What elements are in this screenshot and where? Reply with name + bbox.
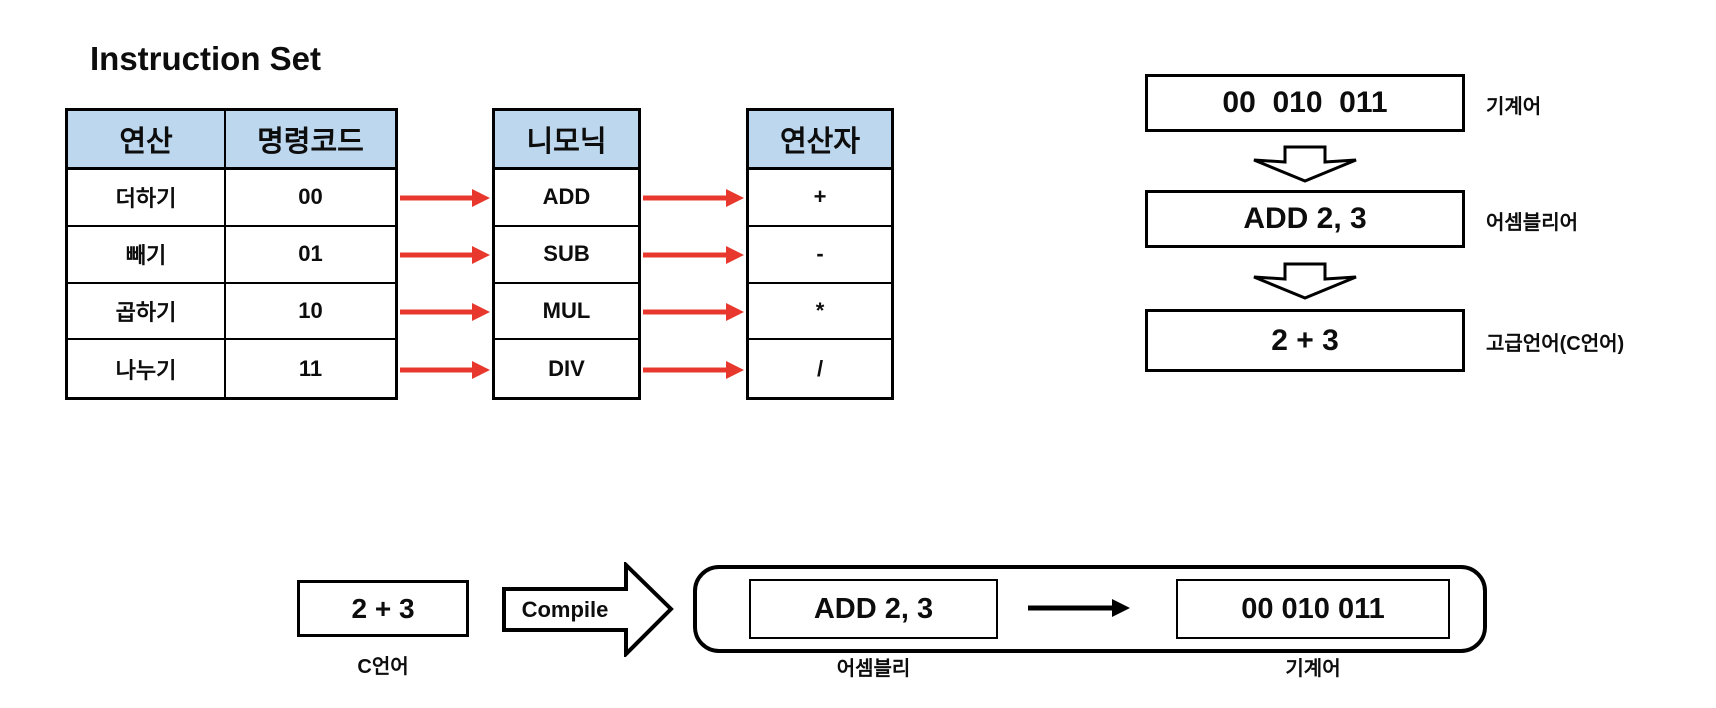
down-block-arrow-icon	[1253, 262, 1357, 300]
instruction-table: 연산 명령코드 더하기 00 빼기 01 곱하기 10 나누기 11	[65, 108, 398, 400]
operator-cell: -	[749, 227, 891, 284]
red-arrow-icon	[643, 303, 744, 321]
instruction-row-opcode: 11	[298, 355, 323, 381]
instruction-table-header-opcode: 명령코드	[226, 111, 395, 170]
mnemonic-cell: DIV	[548, 355, 585, 381]
assembly-code-box: ADD 2, 3	[1145, 190, 1465, 248]
compiled-machine-label: 기계어	[1285, 658, 1341, 680]
mnemonic-cell: MUL	[495, 284, 638, 341]
compiled-assembly-label: 어셈블리	[836, 658, 911, 680]
machine-language-label: 기계어	[1486, 96, 1542, 118]
instruction-row-operation: 곱하기	[68, 283, 226, 341]
operator-table-header: 연산자	[749, 111, 891, 170]
red-arrow-icon	[400, 189, 490, 207]
compile-arrow-label: Compile	[521, 597, 609, 622]
operator-cell: +	[749, 170, 891, 227]
instruction-row-opcode: 01	[226, 227, 395, 284]
c-source-text: 2 + 3	[351, 592, 415, 624]
c-source-box: 2 + 3	[297, 580, 469, 637]
machine-code-box: 00 010 011	[1145, 74, 1465, 132]
red-arrow-icon	[400, 361, 490, 379]
instruction-row-operation: 나누기	[68, 340, 226, 397]
operator-table: 연산자 + - * /	[746, 108, 894, 400]
red-arrow-icon	[643, 246, 744, 264]
assembly-language-label: 어셈블리어	[1486, 212, 1578, 234]
mnemonic-table-header: 니모닉	[495, 111, 638, 170]
compiled-machine-box: 00 010 011	[1176, 579, 1450, 639]
mnemonic-table: 니모닉 ADD SUB MUL DIV	[492, 108, 641, 400]
page-title: Instruction Set	[90, 40, 322, 77]
down-block-arrow-icon	[1253, 145, 1357, 183]
red-arrow-icon	[643, 361, 744, 379]
operator-cell: *	[749, 284, 891, 341]
black-arrow-icon	[1028, 599, 1130, 617]
mnemonic-cell: SUB	[495, 227, 638, 284]
instruction-row-opcode: 00	[226, 170, 395, 227]
highlevel-language-label: 고급언어(C언어)	[1486, 333, 1625, 355]
compile-block-arrow-icon	[502, 562, 674, 657]
compiled-machine-text: 00 010 011	[1241, 592, 1385, 625]
c-language-label: C언어	[357, 656, 409, 678]
instruction-row-operation: 빼기	[68, 226, 226, 284]
red-arrow-icon	[643, 189, 744, 207]
mnemonic-cell: ADD	[495, 170, 638, 227]
assembly-code-text: ADD 2, 3	[1243, 202, 1367, 235]
compiled-assembly-box: ADD 2, 3	[749, 579, 998, 639]
instruction-row-operation: 더하기	[68, 170, 226, 227]
compiled-assembly-text: ADD 2, 3	[813, 592, 934, 625]
highlevel-code-text: 2 + 3	[1271, 323, 1339, 357]
machine-code-text: 00 010 011	[1222, 86, 1388, 119]
instruction-table-header-operation: 연산	[68, 111, 226, 170]
instruction-row-opcode: 10	[226, 284, 395, 341]
red-arrow-icon	[400, 303, 490, 321]
highlevel-code-box: 2 + 3	[1145, 309, 1465, 372]
operator-cell: /	[816, 355, 824, 381]
red-arrow-icon	[400, 246, 490, 264]
